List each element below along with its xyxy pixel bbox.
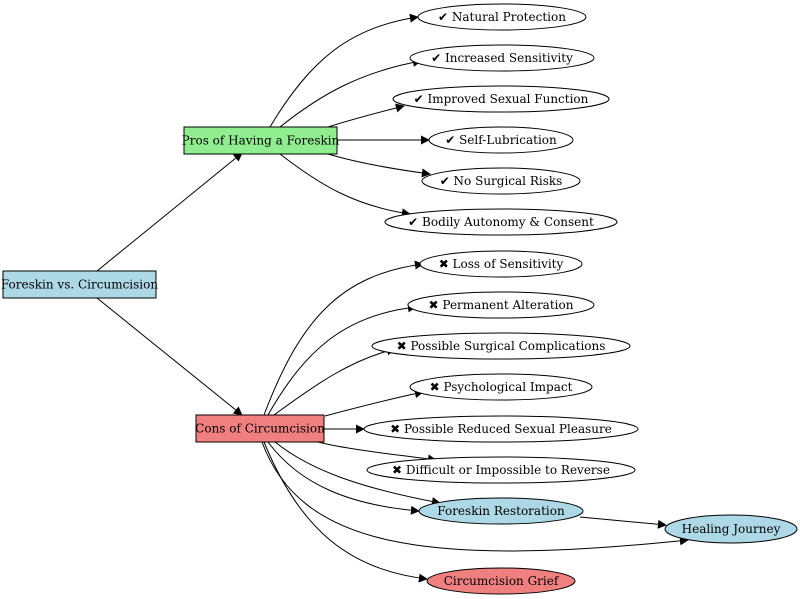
con-item: ✖ Possible Reduced Sexual Pleasure [363,415,639,443]
con-item: ✖ Difficult or Impossible to Reverse [366,456,636,484]
cons-items: ✖ Loss of Sensitivity ✖ Permanent Altera… [363,250,639,484]
edge-cons-to-surgical-complications [273,346,396,416]
edge-pros-to-natural-protection [269,13,419,128]
edges [96,13,689,583]
con-item-label: ✖ Psychological Impact [430,380,573,394]
pro-item: ✔ Increased Sensitivity [409,44,595,72]
node-healing-journey: Healing Journey [664,514,798,544]
pro-item: ✔ No Surgical Risks [421,167,581,195]
con-item: ✖ Permanent Alteration [407,291,595,319]
pro-item-label: ✔ Natural Protection [438,10,566,24]
edge-root-to-cons [96,297,243,416]
pros-items: ✔ Natural Protection ✔ Increased Sensiti… [384,3,618,236]
edge-cons-to-loss-of-sensitivity [263,260,424,416]
edge-pros-to-no-surgical-risks [327,153,431,178]
con-item: ✖ Loss of Sensitivity [419,250,583,278]
pro-item-label: ✔ Increased Sensitivity [431,51,573,65]
node-cons: Cons of Circumcision [195,414,325,443]
edge-pros-to-increased-sensitivity [279,58,422,128]
node-foreskin-restoration-label: Foreskin Restoration [437,504,565,518]
node-root-label: Foreskin vs. Circumcision [1,278,158,292]
pro-item: ✔ Bodily Autonomy & Consent [384,208,618,236]
pro-item-label: ✔ No Surgical Risks [440,174,563,188]
edge-cons-to-psychological-impact [324,389,424,417]
pro-item-label: ✔ Bodily Autonomy & Consent [408,215,594,229]
edge-cons-to-circumcision-grief [263,441,428,583]
edge-cons-to-difficult-to-reverse [317,441,437,464]
edge-restoration-to-healing-journey [579,516,667,529]
con-item-label: ✖ Possible Reduced Sexual Pleasure [390,422,612,436]
con-item: ✖ Psychological Impact [409,373,593,401]
edge-pros-to-improved-sexual-function [327,103,405,128]
node-circumcision-grief-label: Circumcision Grief [444,574,560,588]
con-item-label: ✖ Possible Surgical Complications [397,339,606,353]
con-item-label: ✖ Permanent Alteration [429,298,574,312]
node-healing-journey-label: Healing Journey [682,522,781,536]
node-circumcision-grief: Circumcision Grief [426,567,576,595]
pro-item: ✔ Improved Sexual Function [392,85,610,113]
con-item-label: ✖ Difficult or Impossible to Reverse [392,463,610,477]
pro-item-label: ✔ Self-Lubrication [445,133,557,147]
con-item-label: ✖ Loss of Sensitivity [439,257,564,271]
node-root: Foreskin vs. Circumcision [1,270,158,299]
edge-cons-to-permanent-alteration [267,303,417,416]
edge-pros-to-bodily-autonomy [279,153,411,218]
node-pros: Pros of Having a Foreskin [182,126,340,155]
node-pros-label: Pros of Having a Foreskin [182,134,340,148]
pro-item: ✔ Natural Protection [417,3,587,31]
pro-item: ✔ Self-Lubrication [428,126,574,154]
node-foreskin-restoration: Foreskin Restoration [418,497,584,525]
pro-item-label: ✔ Improved Sexual Function [414,92,589,106]
edge-cons-to-foreskin-restoration-b [267,441,420,515]
con-item: ✖ Possible Surgical Complications [371,332,631,360]
edge-cons-to-foreskin-restoration-a [274,441,441,506]
node-cons-label: Cons of Circumcision [195,422,325,436]
edge-root-to-pros [96,152,243,272]
